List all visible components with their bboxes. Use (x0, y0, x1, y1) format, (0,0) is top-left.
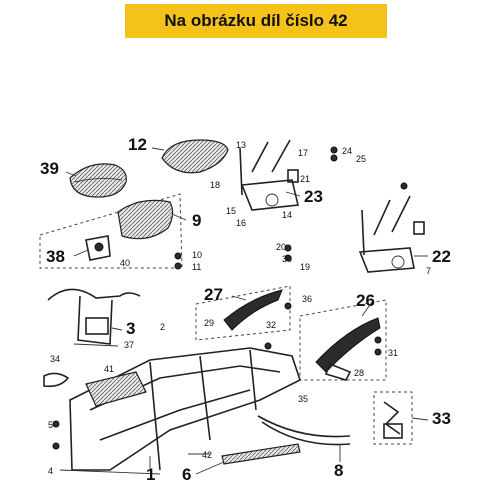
callout-22: 22 (432, 247, 451, 266)
callout-10: 10 (192, 250, 202, 260)
callout-12: 12 (128, 135, 147, 154)
small-callouts: 2 4 5 7 10 11 13 14 15 16 17 18 19 20 21… (48, 140, 431, 476)
callout-36: 36 (302, 294, 312, 304)
callout-4: 4 (48, 466, 53, 476)
callout-24: 24 (342, 146, 352, 156)
callout-29: 29 (204, 318, 214, 328)
callout-23: 23 (304, 187, 323, 206)
storage-box-part (39, 193, 183, 269)
seat-part (161, 139, 229, 174)
side-rail-part (221, 443, 301, 465)
handlebar-bracket-part (47, 288, 141, 347)
callout-11: 11 (192, 262, 201, 272)
floor-mat-part (85, 371, 147, 407)
callout-18: 18 (210, 180, 220, 190)
callout-9: 9 (192, 211, 201, 230)
callout-34: 34 (50, 354, 60, 364)
callout-2: 2 (160, 322, 165, 332)
callout-16: 16 (236, 218, 246, 228)
callout-42: 42 (202, 450, 212, 460)
callout-8: 8 (334, 461, 343, 480)
callout-33: 33 (432, 409, 451, 428)
callout-37: 37 (124, 340, 134, 350)
bracket-part (373, 391, 413, 445)
title-banner: Na obrázku díl číslo 42 (125, 4, 387, 38)
callout-19: 19 (300, 262, 310, 272)
callout-28: 28 (354, 368, 364, 378)
title-text: Na obrázku díl číslo 42 (164, 11, 348, 30)
callout-39: 39 (40, 159, 59, 178)
callout-35: 35 (298, 394, 308, 404)
callout-17: 17 (298, 148, 308, 158)
callout-1: 1 (146, 465, 155, 484)
fork-assembly-part (239, 139, 299, 211)
footrest-rail-part (257, 415, 351, 446)
callout-6: 6 (182, 465, 191, 484)
clip-part (43, 372, 70, 388)
seat-cover-part (69, 163, 127, 198)
callout-40: 40 (120, 258, 130, 268)
callout-41: 41 (104, 364, 114, 374)
callout-13: 13 (236, 140, 246, 150)
callout-26: 26 (356, 291, 375, 310)
callout-7: 7 (426, 266, 431, 276)
callout-5: 5 (48, 420, 53, 430)
callout-25: 25 (356, 154, 366, 164)
callout-27: 27 (204, 285, 223, 304)
side-cover-part (299, 299, 387, 381)
callout-38: 38 (46, 247, 65, 266)
callout-31: 31 (388, 348, 398, 358)
fork-assembly-rear-part (358, 195, 425, 273)
callout-20: 20 (276, 242, 286, 252)
callout-21: 21 (300, 174, 310, 184)
bolts-group (52, 146, 408, 450)
leader-lines (65, 147, 429, 475)
callout-32: 32 (266, 320, 276, 330)
callout-15: 15 (226, 206, 236, 216)
callout-30: 30 (282, 254, 292, 264)
callout-14: 14 (282, 210, 292, 220)
callout-3: 3 (126, 319, 135, 338)
side-trim-part (195, 285, 291, 341)
